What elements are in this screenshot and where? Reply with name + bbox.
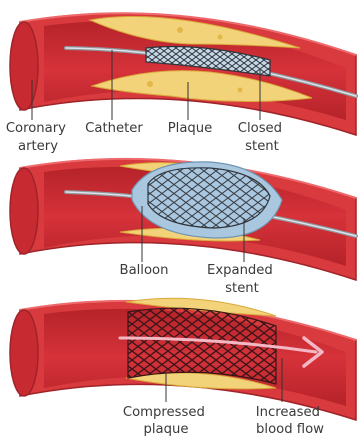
panel-2-expanded-stent: Balloon Expanded stent: [10, 159, 356, 296]
closed-stent-label: Closed stent: [238, 121, 287, 154]
coronary-artery-label: Coronary artery: [6, 121, 70, 154]
expanded-stent-in-artery: [128, 308, 276, 384]
plaque-label: Plaque: [168, 121, 213, 136]
artery-opening: [10, 22, 38, 110]
expanded-stent-label: Expanded stent: [207, 263, 277, 296]
catheter-label: Catheter: [85, 121, 143, 136]
panel-3-blood-flow: Compressed plaque Increased blood flow: [10, 298, 356, 437]
artery-opening: [10, 168, 38, 254]
balloon-label: Balloon: [120, 263, 169, 278]
increased-blood-flow-label: Increased blood flow: [256, 405, 324, 437]
compressed-plaque-label: Compressed plaque: [123, 405, 209, 437]
panel-1-closed-stent: Coronary artery Catheter Plaque Closed s…: [6, 13, 356, 154]
artery-opening: [10, 310, 38, 396]
